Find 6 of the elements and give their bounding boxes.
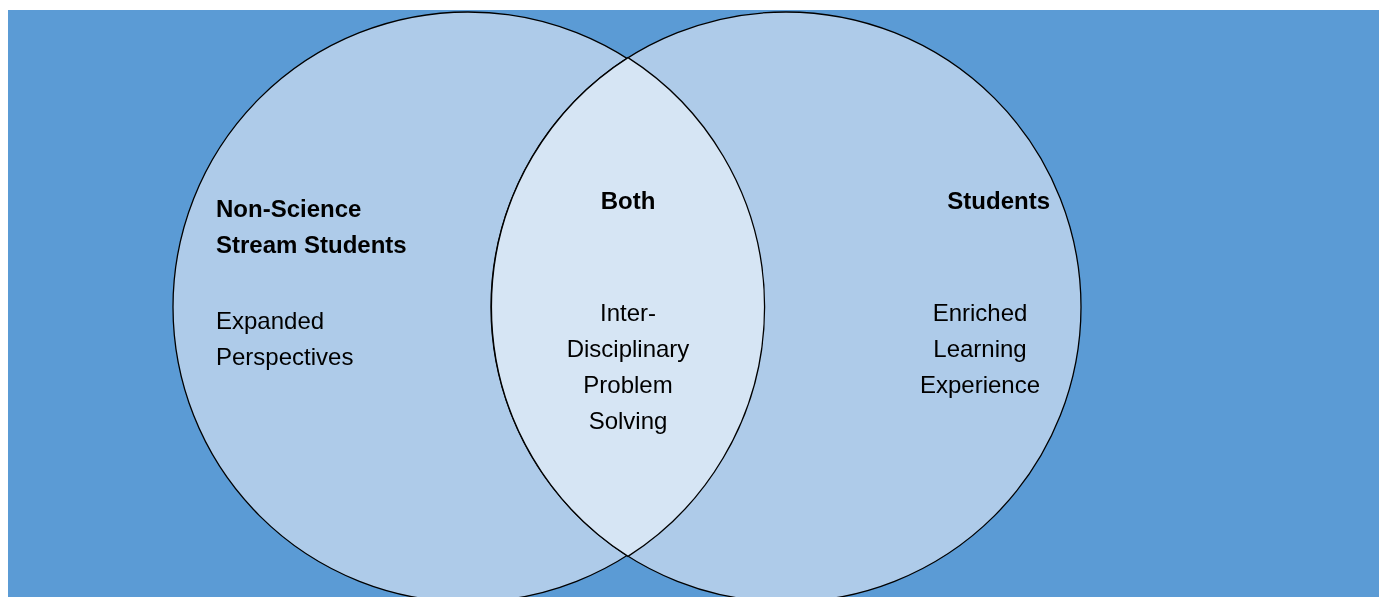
set-description: Enriched Learning Experience <box>918 298 1042 400</box>
set-heading: Both <box>599 186 657 216</box>
set-heading: Students <box>946 186 1050 216</box>
set-heading: Non-Science Stream Students <box>216 194 408 260</box>
set-description: Inter-Disciplinary Problem Solving <box>565 298 691 436</box>
set-description: Expanded Perspectives <box>216 306 355 372</box>
